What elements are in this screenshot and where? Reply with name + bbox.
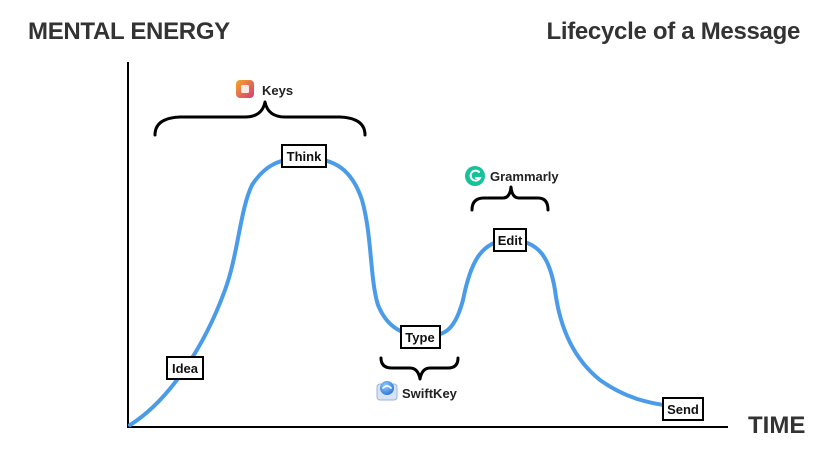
keys-app-icon — [236, 80, 254, 98]
stage-send-label: Send — [667, 402, 699, 417]
swiftkey-brace — [379, 356, 460, 381]
grammarly-icon — [465, 166, 485, 186]
keys-brace — [153, 100, 367, 137]
stage-idea-label: Idea — [172, 361, 199, 376]
stage-type-label: Type — [405, 330, 434, 345]
stage-edit: Edit — [493, 228, 527, 252]
diagram-title: Lifecycle of a Message — [546, 18, 800, 45]
stage-send: Send — [662, 397, 704, 421]
stage-type: Type — [400, 325, 441, 349]
grammarly-brace — [470, 185, 550, 212]
stage-idea: Idea — [166, 356, 204, 380]
grammarly-label: Grammarly — [490, 169, 559, 184]
stage-think-label: Think — [287, 149, 322, 164]
keys-label: Keys — [262, 83, 293, 98]
y-axis-title: MENTAL ENERGY — [28, 18, 230, 45]
swiftkey-label: SwiftKey — [402, 386, 458, 401]
x-axis-title: TIME — [748, 412, 806, 439]
swiftkey-icon — [376, 381, 398, 401]
stage-think: Think — [281, 144, 327, 168]
energy-curve — [128, 155, 692, 427]
stage-edit-label: Edit — [498, 233, 523, 248]
